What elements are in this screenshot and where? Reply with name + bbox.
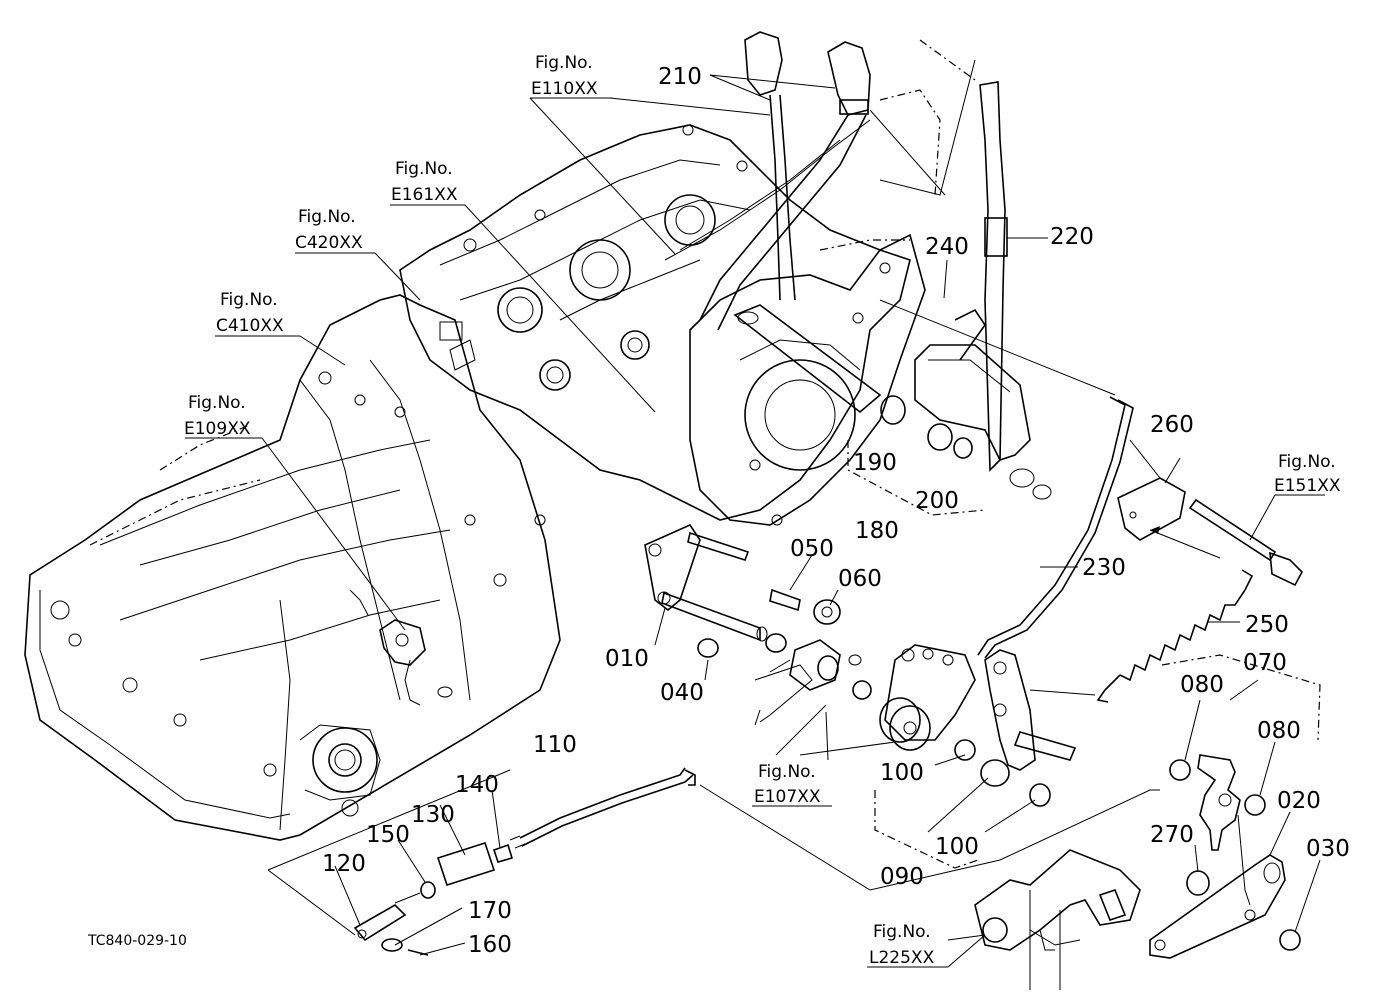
shift-arm-assembly xyxy=(874,649,1077,869)
fig-code: E161XX xyxy=(391,185,458,205)
part-label-020: 020 xyxy=(1277,788,1321,814)
collar-180 xyxy=(927,423,953,451)
part-label-050: 050 xyxy=(790,536,834,562)
part-label-260: 260 xyxy=(1150,412,1194,438)
spring-250 xyxy=(1029,569,1254,703)
part-label-220: 220 xyxy=(1050,224,1094,250)
part-label-150: 150 xyxy=(366,822,410,848)
fig-label: Fig.No. xyxy=(298,207,356,227)
part-label-170: 170 xyxy=(468,898,512,924)
part-label-130: 130 xyxy=(411,802,455,828)
right-housing xyxy=(689,233,926,526)
rod-230 xyxy=(977,396,1126,656)
range-lever-220 xyxy=(879,39,1031,472)
fig-code: C420XX xyxy=(295,233,363,253)
lever-070-assembly xyxy=(1161,654,1321,851)
part-label-190: 190 xyxy=(853,450,897,476)
fig-code: E107XX xyxy=(754,787,821,807)
part-label-060: 060 xyxy=(838,566,882,592)
transmission-housing xyxy=(24,294,561,841)
part-label-250: 250 xyxy=(1245,612,1289,638)
fig-label: Fig.No. xyxy=(535,53,593,73)
detent-plate-group xyxy=(754,639,976,751)
figure-ref-e107: Fig.No. E107XX xyxy=(752,762,832,807)
part-label-270: 270 xyxy=(1150,822,1194,848)
part-label-230: 230 xyxy=(1082,555,1126,581)
part-label-010: 010 xyxy=(605,646,649,672)
fig-code: E109XX xyxy=(184,419,251,439)
fig-code: E110XX xyxy=(531,79,598,99)
bushing-200 xyxy=(953,437,973,459)
part-label-200: 200 xyxy=(915,488,959,514)
part-label-180: 180 xyxy=(855,518,899,544)
part-label-100-lower: 100 xyxy=(935,834,979,860)
washer xyxy=(1009,468,1035,488)
fig-label: Fig.No. xyxy=(1278,452,1336,472)
bracket-l225 xyxy=(974,849,1141,990)
figure-ref-e110: Fig.No. E110XX xyxy=(530,53,612,99)
lever-010-assembly xyxy=(644,523,841,658)
figure-ref-c410: Fig.No. C410XX xyxy=(216,290,284,336)
part-label-080-right: 080 xyxy=(1257,718,1301,744)
fig-label: Fig.No. xyxy=(220,290,278,310)
part-label-140: 140 xyxy=(455,772,499,798)
part-labels: 210 220 240 190 180 200 260 230 250 050 … xyxy=(322,64,1350,958)
figure-ref-c420: Fig.No. C420XX xyxy=(295,207,363,253)
nut xyxy=(1032,484,1052,500)
fig-code: E151XX xyxy=(1274,476,1341,496)
part-label-080-left: 080 xyxy=(1180,672,1224,698)
part-label-100-upper: 100 xyxy=(880,760,924,786)
part-label-090: 090 xyxy=(880,864,924,890)
bracket-260 xyxy=(1117,477,1303,587)
mid-housing xyxy=(399,124,911,521)
figure-ref-e109: Fig.No. E109XX xyxy=(184,393,251,439)
fig-label: Fig.No. xyxy=(395,159,453,179)
diagram-code: TC840-029-10 xyxy=(87,933,187,949)
part-label-160: 160 xyxy=(468,932,512,958)
rod-110-linkage xyxy=(267,767,1160,956)
fig-code: C410XX xyxy=(216,316,284,336)
shift-lever-group xyxy=(664,31,946,331)
part-label-030: 030 xyxy=(1306,836,1350,862)
fig-label: Fig.No. xyxy=(873,922,931,942)
part-label-240: 240 xyxy=(925,234,969,260)
fig-label: Fig.No. xyxy=(188,393,246,413)
part-label-110: 110 xyxy=(533,732,577,758)
part-label-070: 070 xyxy=(1243,650,1287,676)
part-label-040: 040 xyxy=(660,680,704,706)
lever-020 xyxy=(1149,814,1301,959)
part-label-210: 210 xyxy=(658,64,702,90)
figure-ref-l225: Fig.No. L225XX xyxy=(867,922,986,968)
part-label-120: 120 xyxy=(322,851,366,877)
figure-ref-e161: Fig.No. E161XX xyxy=(390,159,465,206)
fig-label: Fig.No. xyxy=(758,762,816,782)
fig-code: L225XX xyxy=(869,948,935,968)
bushing-190 xyxy=(880,395,906,425)
figure-ref-e151: Fig.No. E151XX xyxy=(1274,452,1341,496)
